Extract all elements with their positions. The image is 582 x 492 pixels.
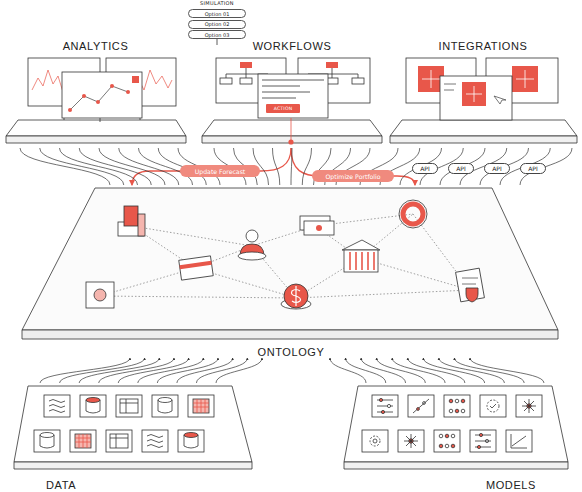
wire-line [400,148,442,185]
section-heading: INTEGRATIONS [388,40,578,52]
wire-line [196,358,247,383]
wire-line [99,148,165,185]
wire-line [20,148,110,185]
wire-line [330,358,366,383]
wire-line [440,148,485,185]
wire-line [79,148,151,185]
wire-line [520,148,572,185]
node-text: Option 03 [205,32,230,38]
connector [291,148,415,185]
wire-line [439,358,505,383]
wire-line [177,358,233,383]
wire-line [119,148,179,185]
wire-line [118,358,188,383]
action-arrow [132,148,291,185]
wire-line [40,358,130,383]
section-heading: ANALYTICS [4,40,187,52]
wire-line [60,148,138,185]
connector [40,358,262,383]
wire-line [302,148,311,185]
models-platform: MODELS [344,383,570,491]
node-text: API [492,165,502,172]
wire-line [423,358,484,383]
node-text: Option 02 [205,21,230,27]
wire-line [216,358,262,383]
platform-block: WORKFLOWS ACTION [199,40,385,148]
connector [330,358,544,383]
connector [132,148,291,185]
wire-line [392,358,445,383]
action-arrow [291,148,415,185]
wire-line [454,358,524,383]
wire-line [138,358,204,383]
data-platform: DATA [14,383,270,491]
wire-line [470,358,544,383]
api-pill: API [520,163,546,174]
node-text: API [456,165,466,172]
option-pill: Option 01 [188,9,246,18]
option-pill: Option 02 [188,20,246,29]
node-text: Option 01 [205,11,230,17]
wire-line [60,358,145,383]
section-heading: MODELS [344,479,536,491]
api-pill: API [412,163,438,174]
wire-line [99,358,174,383]
ontology-platform: ONTOLOGY [20,185,562,358]
free-label: SIMULATION [186,0,248,6]
platform-block: INTEGRATIONS [388,40,578,148]
node-text: API [528,165,538,172]
edge-label: Update Forecast [180,165,260,177]
section-heading: ONTOLOGY [20,346,562,358]
option-pill: Option 03 [188,30,246,39]
api-pill: API [448,163,474,174]
wire-line [377,358,426,383]
action-button: ACTION [266,104,300,113]
wire-line [157,358,218,383]
api-pill: API [484,163,510,174]
node-text: API [420,165,430,172]
edge-label: Optimize Portfolio [312,170,394,182]
node-text: ACTION [274,106,293,111]
wire-line [40,148,124,185]
wire-line [346,358,386,383]
wire-line [273,148,280,185]
section-heading: DATA [46,479,270,491]
platform-block: ANALYTICS [4,40,187,148]
wire-line [79,358,159,383]
section-heading: WORKFLOWS [199,40,385,52]
wire-line [291,148,292,185]
wire-line [408,358,465,383]
wire-line [361,358,405,383]
